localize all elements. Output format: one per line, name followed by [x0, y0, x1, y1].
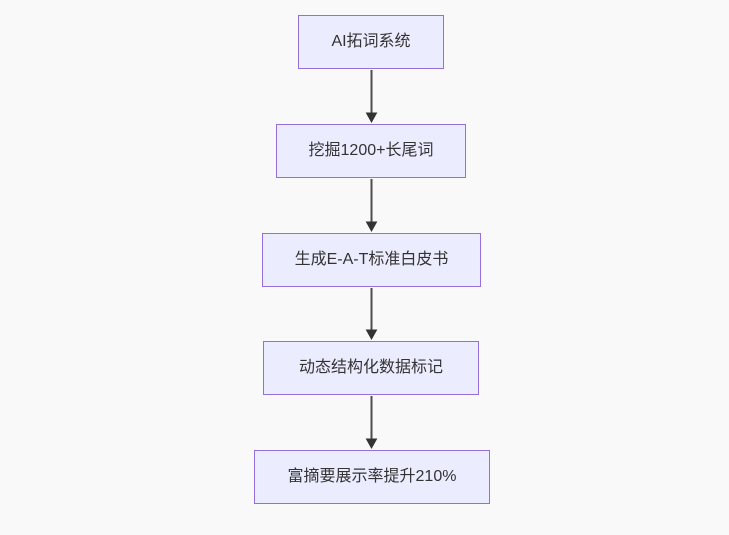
node-label: AI拓词系统: [331, 33, 411, 51]
flowchart-node-generate-eat-whitepaper: 生成E-A-T标准白皮书: [262, 233, 481, 287]
flowchart-node-dynamic-structured-data-markup: 动态结构化数据标记: [263, 341, 479, 395]
flowchart-node-mine-longtail-keywords: 挖掘1200+长尾词: [276, 124, 466, 178]
node-label: 动态结构化数据标记: [298, 359, 443, 377]
node-label: 挖掘1200+长尾词: [308, 142, 434, 160]
flowchart-node-rich-snippet-rate-increase: 富摘要展示率提升210%: [254, 450, 490, 504]
edge-arrow: [365, 288, 378, 341]
flowchart-node-ai-word-expansion-system: AI拓词系统: [298, 15, 444, 69]
node-label: 富摘要展示率提升210%: [287, 468, 457, 486]
edge-arrow: [365, 70, 378, 124]
node-label: 生成E-A-T标准白皮书: [294, 251, 449, 269]
edge-arrow: [365, 396, 378, 450]
edge-arrow: [365, 179, 378, 233]
